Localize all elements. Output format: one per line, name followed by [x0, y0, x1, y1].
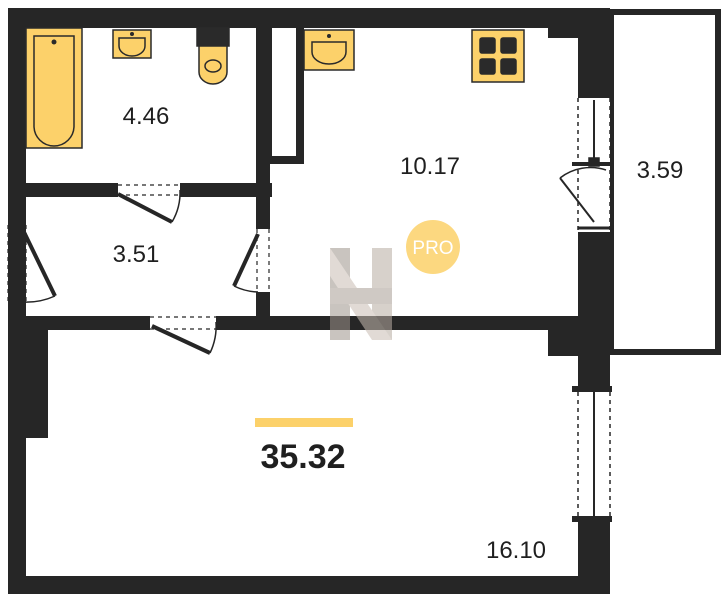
wall-corridor-right-upper [256, 195, 270, 229]
wall-notch-top-right [548, 20, 580, 38]
wall-living-top-right [216, 316, 580, 330]
walls [8, 8, 610, 594]
wall-bath-bottom-right [180, 183, 272, 197]
area-balcony: 3.59 [637, 157, 684, 184]
wall-left [8, 8, 26, 592]
stove [471, 29, 525, 83]
wall-entrance-lower [8, 302, 26, 330]
pro-badge [406, 220, 460, 274]
fixtures [25, 27, 525, 149]
window-living-room [572, 386, 612, 522]
wall-shaft-bottom [266, 156, 304, 164]
wall-pillar-living-left [20, 328, 48, 438]
door-bathroom [117, 184, 181, 224]
wall-notch-living-right [548, 328, 580, 356]
doors [7, 166, 610, 355]
total-area: 35.32 [260, 438, 345, 476]
area-bathroom: 4.46 [123, 103, 170, 130]
bathroom-sink [112, 29, 152, 59]
balcony-outline [608, 9, 721, 355]
watermark-h-logo-icon [330, 248, 392, 340]
wall-right-mid [578, 232, 610, 392]
wall-shaft-left [266, 20, 272, 164]
wall-bottom [8, 576, 610, 594]
door-living-room [150, 316, 217, 355]
window-kitchen [572, 98, 612, 232]
bathtub [25, 27, 83, 149]
area-kitchen: 10.17 [400, 153, 460, 180]
total-area-accent-bar [255, 418, 353, 427]
wall-right-lower [578, 522, 610, 594]
door-entrance [7, 225, 57, 303]
watermark: PRO [330, 220, 460, 340]
pro-badge-text: PRO [412, 238, 453, 259]
wall-entrance-upper [8, 195, 26, 225]
door-kitchen [232, 229, 270, 293]
wall-living-top-left [20, 316, 150, 330]
wall-bath-bottom-left [20, 183, 118, 197]
kitchen-sink [303, 29, 355, 71]
wall-corridor-right-lower [256, 292, 270, 322]
toilet [196, 27, 230, 85]
wall-right-upper [578, 8, 610, 98]
area-corridor: 3.51 [113, 241, 160, 268]
wall-top [10, 8, 610, 28]
wall-shaft-right [296, 20, 304, 164]
area-living-room: 16.10 [486, 537, 546, 564]
door-balcony [559, 166, 610, 230]
